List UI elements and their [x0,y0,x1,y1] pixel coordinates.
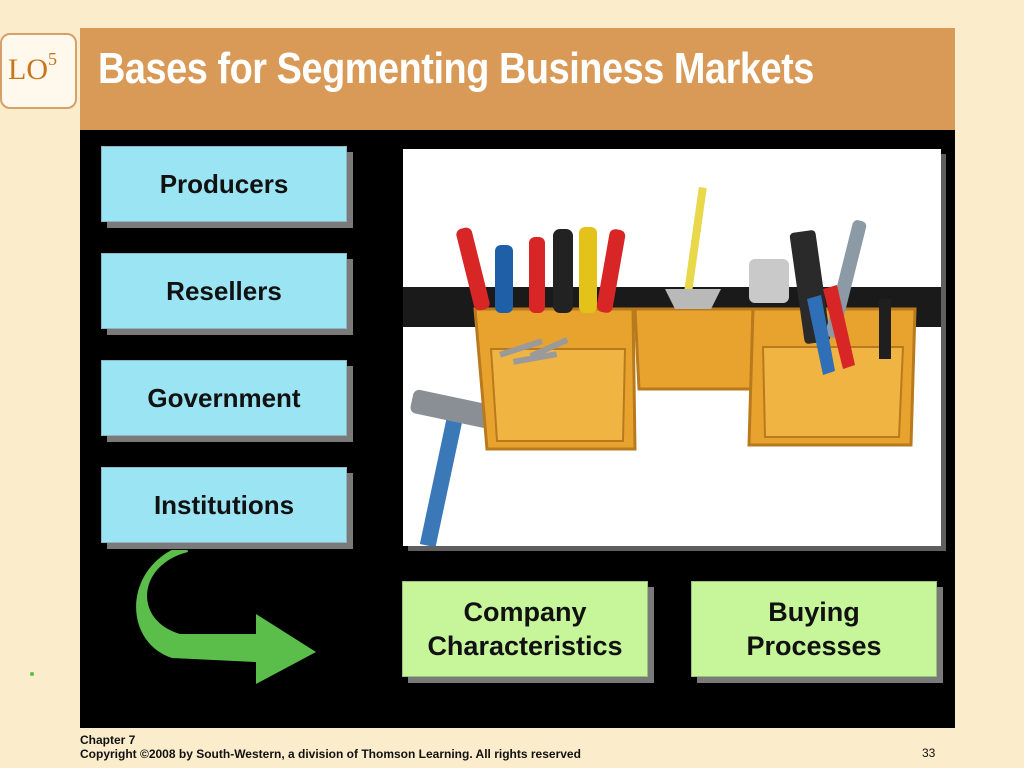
footer-copyright: Copyright ©2008 by South-Western, a divi… [80,747,581,761]
buying-processes-line1: Buying [768,597,860,627]
company-characteristics-line2: Characteristics [427,631,623,661]
lo-label-text: LO [8,53,48,86]
buying-processes-label: Buying Processes [746,595,881,663]
government-box: Government [101,360,347,436]
hammer-icon [410,389,494,546]
company-characteristics-line1: Company [463,597,587,627]
lo-label: LO5 [8,49,57,87]
curved-arrow-icon [136,550,316,684]
slide-title: Bases for Segmenting Business Markets [98,44,814,93]
producers-box: Producers [101,146,347,222]
title-bar [80,28,955,130]
buying-processes-box: Buying Processes [691,581,937,677]
page-number: 33 [922,746,936,760]
lo-number: 5 [48,49,57,69]
resellers-box: Resellers [101,253,347,329]
decorative-dot [30,672,34,676]
resellers-label: Resellers [166,275,282,306]
institutions-label: Institutions [153,489,295,520]
government-label: Government [147,382,301,413]
footer-chapter: Chapter 7 [80,733,136,747]
tool-belt-icon [403,186,941,546]
producers-label: Producers [159,168,289,199]
company-characteristics-box: Company Characteristics [402,581,648,677]
learning-objective-badge: LO5 [0,33,77,109]
company-characteristics-label: Company Characteristics [427,595,622,663]
institutions-box: Institutions [101,467,347,543]
buying-processes-line2: Processes [746,631,882,661]
tool-belt-photo [403,149,941,546]
